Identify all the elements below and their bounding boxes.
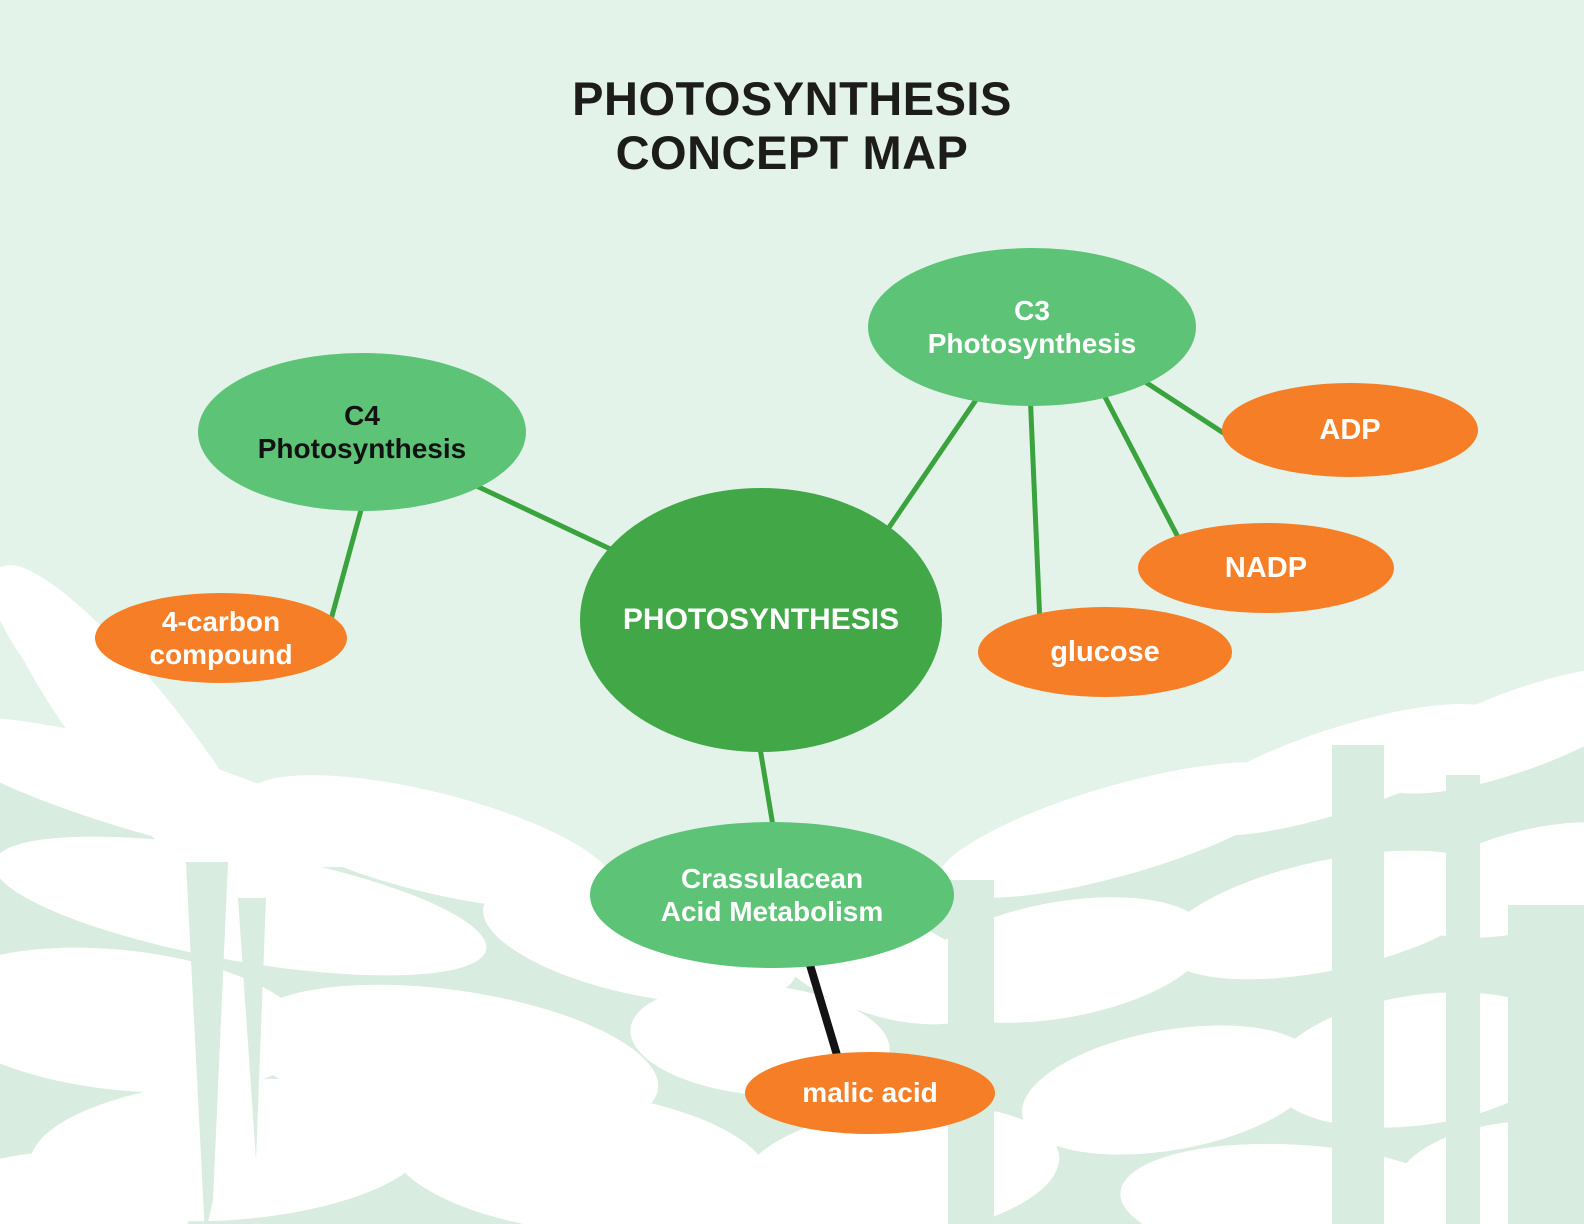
node-glucose-label: glucose — [1050, 635, 1160, 668]
node-nadp: NADP — [1138, 523, 1394, 613]
node-four-carbon-label: 4-carbon compound — [149, 605, 293, 670]
node-c4-label: C4 Photosynthesis — [257, 399, 467, 464]
edge-c3-glucose — [1027, 387, 1044, 651]
node-glucose: glucose — [978, 607, 1232, 697]
node-adp: ADP — [1222, 383, 1478, 477]
node-photosynthesis: PHOTOSYNTHESIS — [580, 488, 942, 752]
node-crassulacean-acid-metabolism: Crassulacean Acid Metabolism — [590, 822, 954, 968]
page-title-line2: CONCEPT MAP — [615, 126, 969, 180]
node-four-carbon-compound: 4-carbon compound — [95, 593, 347, 683]
node-malic-acid: malic acid — [745, 1052, 995, 1134]
node-c4-photosynthesis: C4 Photosynthesis — [198, 353, 526, 511]
node-c3-label: C3 Photosynthesis — [927, 294, 1137, 359]
node-adp-label: ADP — [1319, 413, 1381, 446]
node-malic-acid-label: malic acid — [802, 1077, 938, 1109]
page-title-line1: PHOTOSYNTHESIS — [572, 72, 1012, 125]
page-title: PHOTOSYNTHESIS CONCEPT MAP — [0, 72, 1584, 180]
node-cam-label: Crassulacean Acid Metabolism — [660, 862, 884, 927]
edge-c3-nadp — [1089, 369, 1195, 567]
node-c3-photosynthesis: C3 Photosynthesis — [868, 248, 1196, 406]
node-photosynthesis-label: PHOTOSYNTHESIS — [622, 603, 900, 637]
node-nadp-label: NADP — [1224, 551, 1308, 584]
